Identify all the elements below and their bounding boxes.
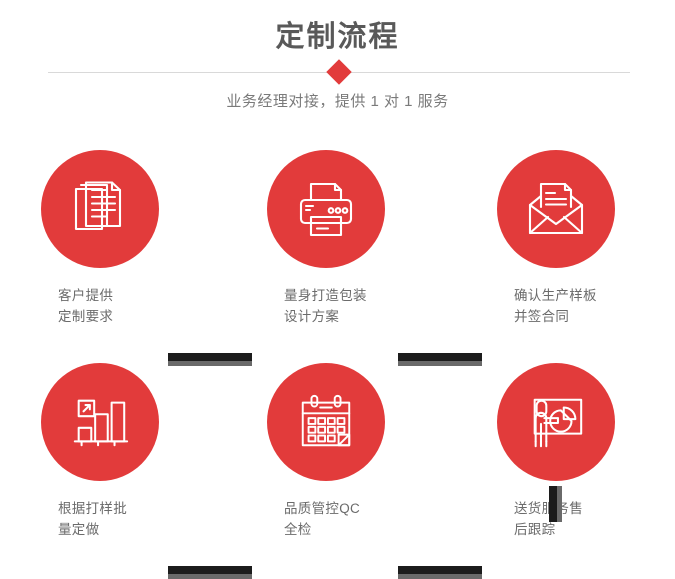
flow-step-4-circle bbox=[41, 363, 159, 481]
connector-bar bbox=[549, 486, 557, 522]
envelope-document-icon bbox=[524, 177, 588, 241]
flow-step-1-label: 客户提供 定制要求 bbox=[58, 288, 114, 324]
connector-bar bbox=[398, 566, 482, 574]
flow-step-5-label: 品质管控QC 全检 bbox=[284, 501, 361, 537]
printer-icon bbox=[294, 177, 358, 241]
divider bbox=[48, 59, 630, 85]
connector-shadow bbox=[168, 574, 252, 579]
flow-step-5[interactable]: 品质管控QC 全检 bbox=[231, 363, 421, 540]
flow-step-2-label: 量身打造包装 设计方案 bbox=[284, 288, 367, 324]
flow-step-5-circle bbox=[267, 363, 385, 481]
connector-shadow bbox=[168, 361, 252, 366]
calendar-icon bbox=[295, 391, 357, 453]
connector-shadow bbox=[398, 574, 482, 579]
bar-chart-growth-icon bbox=[69, 391, 131, 453]
flow-step-1[interactable]: 客户提供 定制要求 bbox=[5, 150, 195, 327]
diamond-marker-icon bbox=[326, 59, 352, 85]
connector-step1-step2 bbox=[168, 353, 252, 366]
documents-stack-icon bbox=[68, 177, 132, 241]
connector-shadow bbox=[398, 361, 482, 366]
connector-bar bbox=[398, 353, 482, 361]
flow-step-6-circle bbox=[497, 363, 615, 481]
flow-step-2-circle bbox=[267, 150, 385, 268]
connector-step3-step6 bbox=[549, 486, 562, 522]
flow-step-6-label: 送货服务售 后跟踪 bbox=[514, 501, 583, 537]
connector-bar bbox=[168, 353, 252, 361]
flow-step-1-circle bbox=[41, 150, 159, 268]
connector-step4-step5 bbox=[168, 566, 252, 579]
presentation-person-icon bbox=[525, 391, 587, 453]
flow-step-2[interactable]: 量身打造包装 设计方案 bbox=[231, 150, 421, 327]
flow-step-3-label: 确认生产样板 并签合同 bbox=[514, 288, 597, 324]
flow-step-4-label: 根据打样批 量定做 bbox=[58, 501, 127, 537]
connector-bar bbox=[168, 566, 252, 574]
flow-step-3-circle bbox=[497, 150, 615, 268]
connector-step5-step6 bbox=[398, 566, 482, 579]
process-flow: 客户提供 定制要求 量身打造包装 设计方案 bbox=[0, 150, 675, 579]
flow-step-3[interactable]: 确认生产样板 并签合同 bbox=[461, 150, 651, 327]
flow-step-4[interactable]: 根据打样批 量定做 bbox=[5, 363, 195, 540]
header-subtitle: 业务经理对接，提供 1 对 1 服务 bbox=[226, 93, 449, 110]
page-title: 定制流程 bbox=[275, 21, 400, 53]
header: 定制流程 业务经理对接，提供 1 对 1 服务 bbox=[0, 0, 675, 125]
flow-step-6[interactable]: 送货服务售 后跟踪 bbox=[461, 363, 651, 540]
connector-shadow bbox=[557, 486, 562, 522]
connector-step2-step3 bbox=[398, 353, 482, 366]
